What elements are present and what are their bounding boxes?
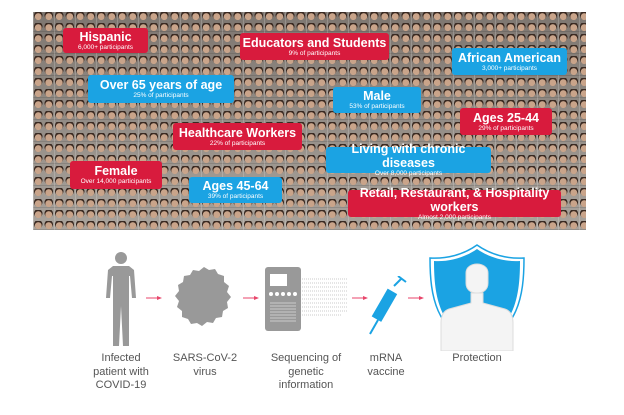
step-label-virus: SARS-CoV-2 virus (172, 352, 238, 378)
tag-retail-workers: Retail, Restaurant, & Hospitality worker… (348, 186, 561, 221)
tag-title: Over 65 years of age (99, 78, 223, 92)
tag-title: Ages 45-64 (202, 179, 269, 193)
sequencer-icon (265, 267, 347, 331)
arrow-icon (146, 296, 162, 300)
tag-title: African American (457, 50, 562, 65)
step-label-vaccine: mRNA vaccine (367, 352, 405, 378)
person-icon (106, 252, 136, 346)
syringe-icon (369, 276, 407, 335)
tag-sub: 29% of participants (478, 124, 534, 132)
arrow-icon (243, 296, 259, 300)
tag-sub: 3,000+ participants (481, 64, 538, 72)
tag-title: Male (363, 89, 391, 103)
tag-title: Living with chronic diseases (351, 142, 466, 170)
tag-sub: 9% of participants (288, 49, 341, 57)
tag-title: Hispanic (79, 29, 132, 44)
tag-title: Healthcare Workers (178, 125, 297, 140)
shield-person-icon (429, 244, 525, 351)
tag-sub: 6,000+ participants (77, 43, 134, 51)
tag-title: Female (94, 164, 138, 178)
tag-sub: Over 8,000 participants (374, 170, 443, 177)
tag-title: Retail, Restaurant, & Hospitality worker… (359, 185, 550, 214)
step-label-patient: Infected patient with COVID-19 (93, 352, 149, 391)
tag-sub: 22% of participants (209, 139, 266, 147)
tag-title: Ages 25-44 (472, 110, 539, 125)
virus-icon (175, 267, 231, 326)
step-label-protection: Protection (452, 352, 502, 364)
tag-sub: 53% of participants (349, 103, 405, 110)
tag-sub: 39% of participants (207, 193, 264, 200)
arrow-icon (352, 296, 368, 300)
tag-sub: Over 14,000 participants (80, 178, 152, 185)
arrow-icon (408, 296, 424, 300)
tag-sub: Almost 2,000 participants (418, 213, 491, 221)
tag-sub: 25% of participants (133, 92, 189, 99)
step-label-sequencing: Sequencing of genetic information (270, 352, 342, 391)
tag-title: Educators and Students (242, 35, 387, 50)
